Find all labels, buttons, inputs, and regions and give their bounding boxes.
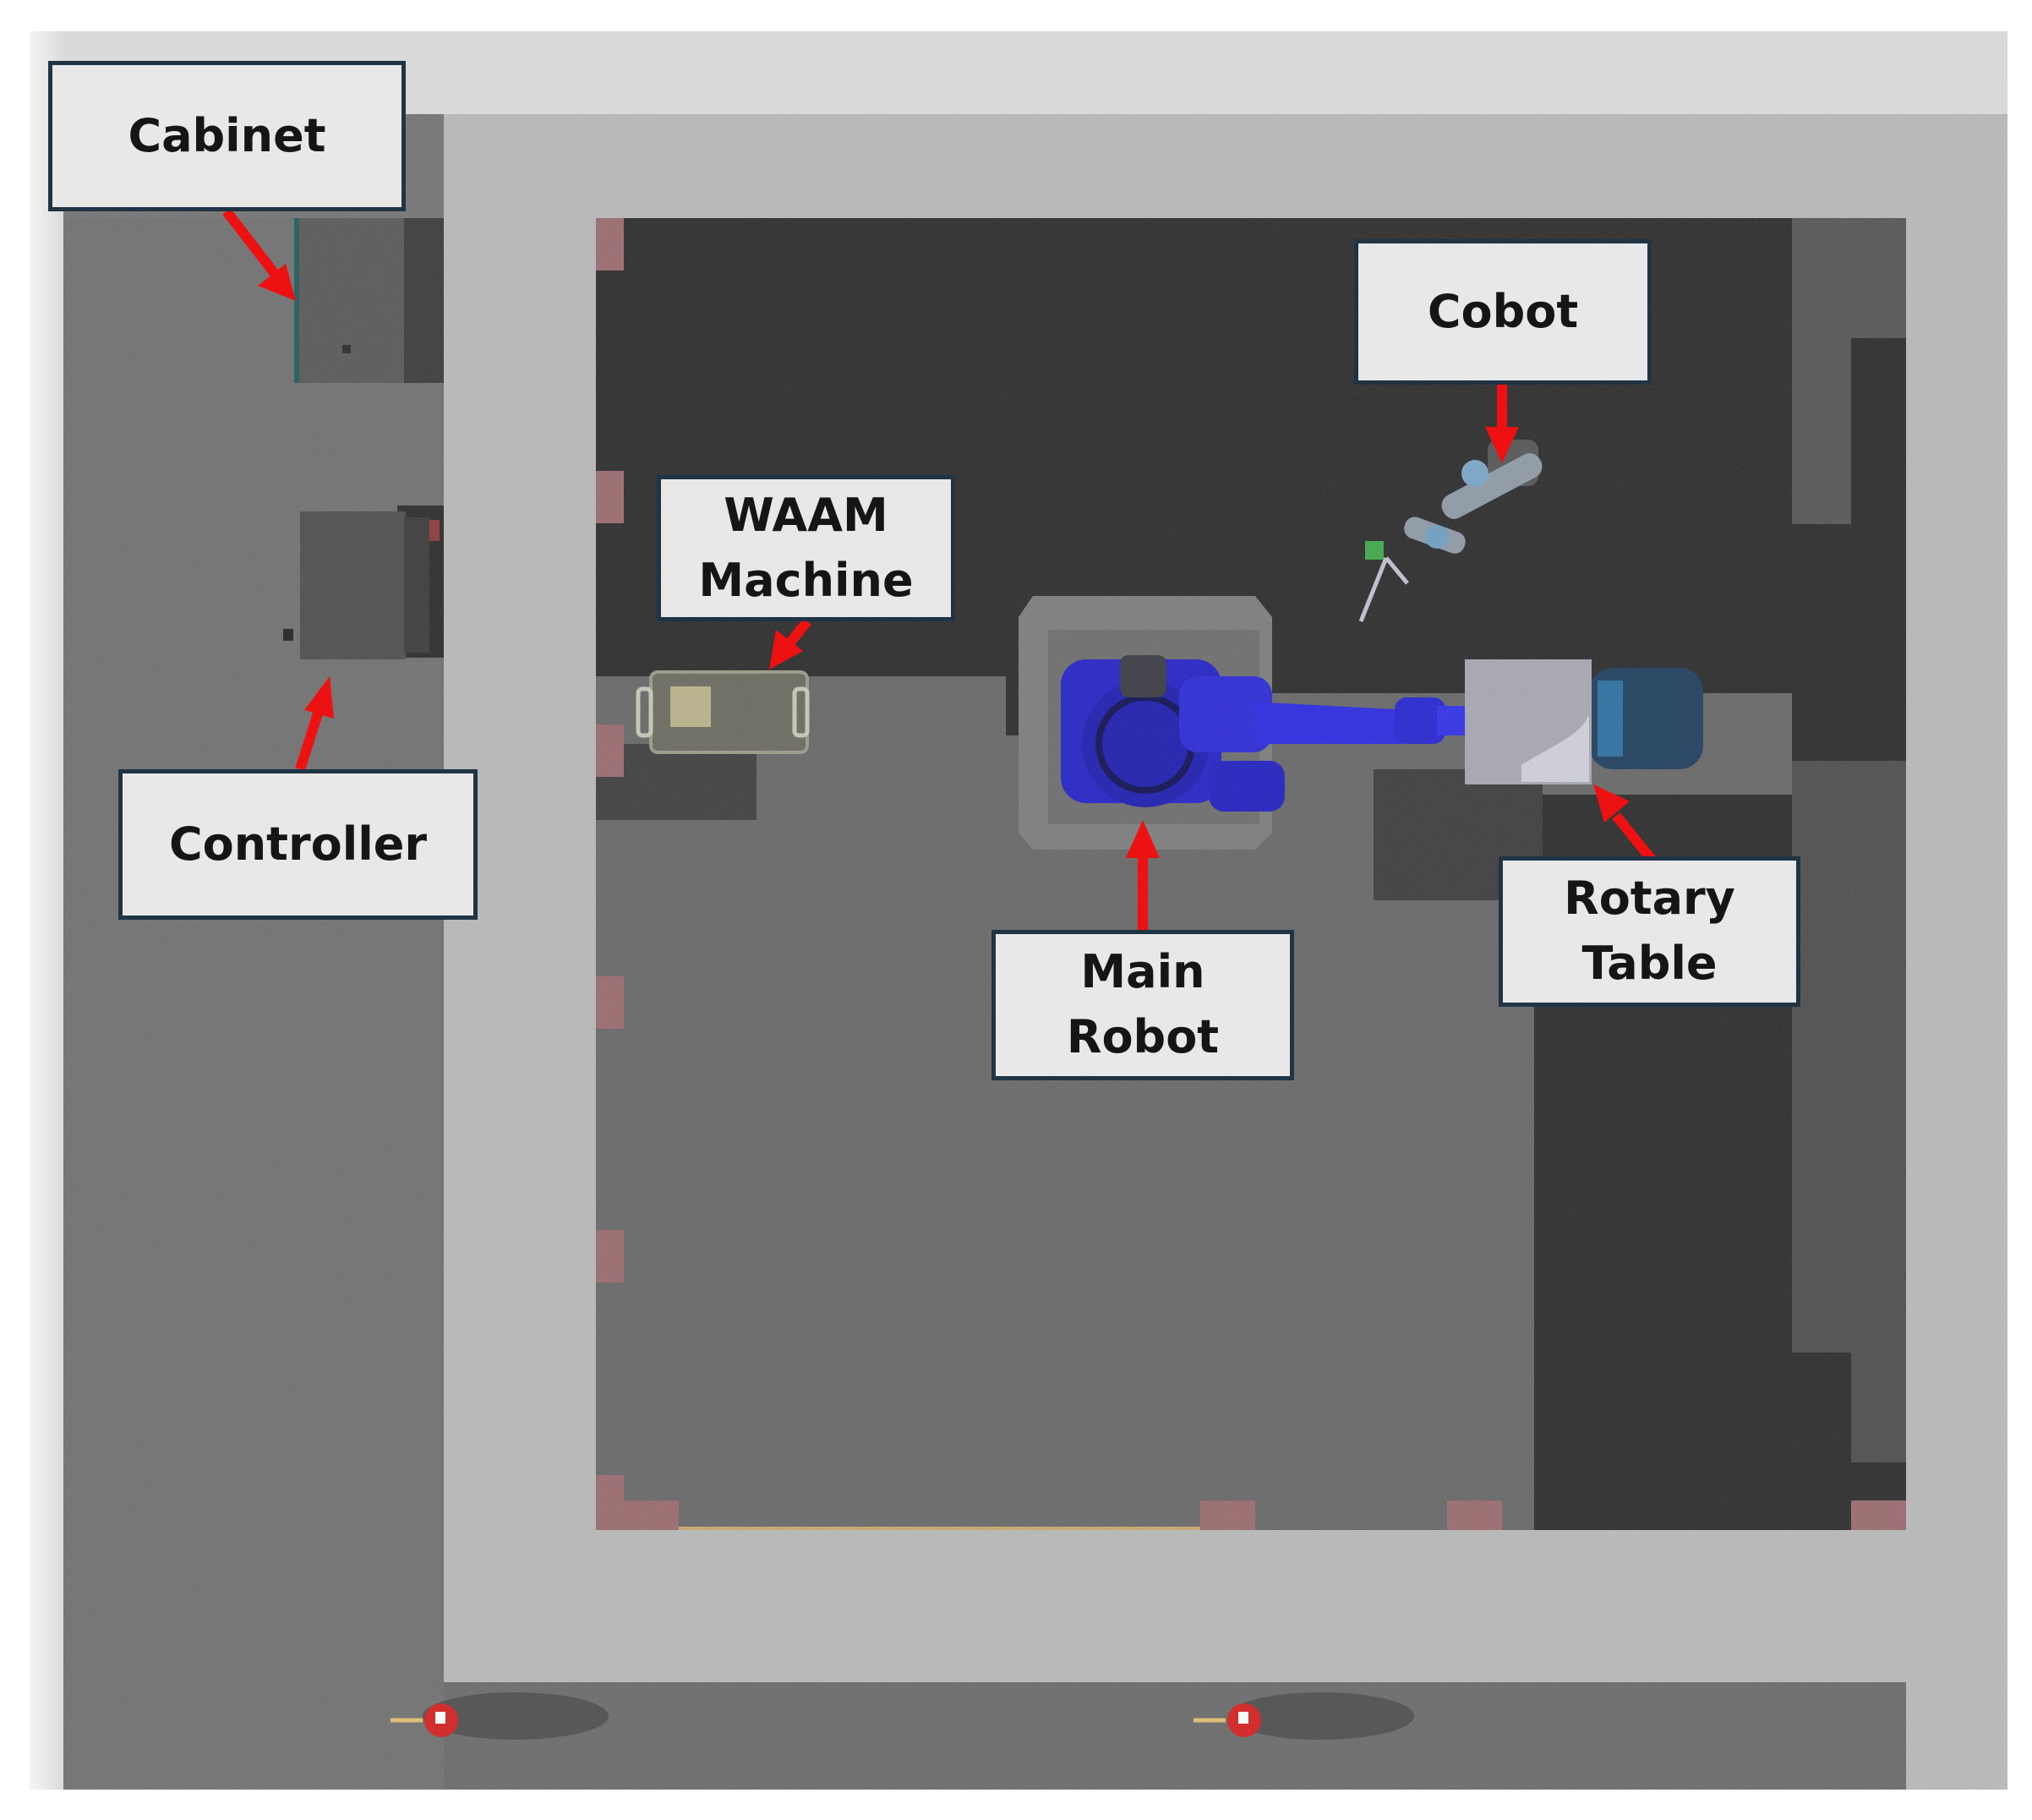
annotation-arrows — [222, 208, 1657, 930]
label-text-line: Rotary — [1564, 872, 1735, 926]
arrow-waam — [769, 618, 811, 670]
arrow-cobot — [1485, 385, 1519, 463]
label-text-line: Machine — [698, 553, 914, 607]
label-text-line: WAAM — [724, 488, 888, 542]
label-controller: Controller — [118, 769, 478, 920]
label-cobot: Cobot — [1354, 239, 1652, 385]
label-text-line: Controller — [169, 817, 427, 871]
label-text-line: Cabinet — [128, 108, 326, 162]
label-text-line: Robot — [1066, 1010, 1220, 1063]
arrow-cabinet — [222, 208, 296, 301]
label-text-line: Table — [1581, 937, 1718, 990]
label-cabinet: Cabinet — [48, 61, 406, 211]
label-text-line: Cobot — [1427, 284, 1579, 338]
arrow-rotary-table — [1593, 784, 1657, 864]
label-text-line: Main — [1080, 945, 1205, 999]
arrow-controller — [295, 676, 334, 771]
arrow-main-robot — [1126, 820, 1160, 930]
label-waam-machine: WAAM Machine — [657, 475, 955, 621]
left-fade-strip — [30, 31, 63, 1790]
